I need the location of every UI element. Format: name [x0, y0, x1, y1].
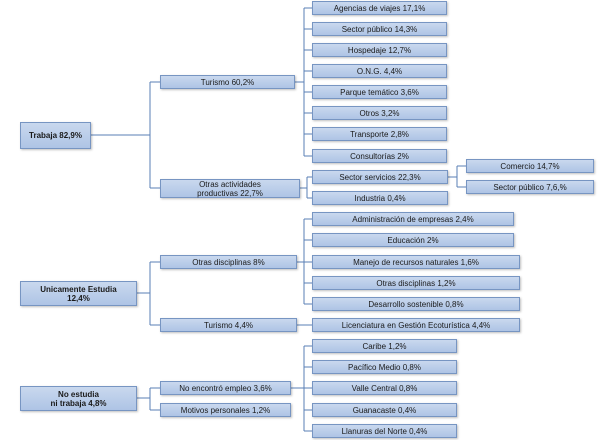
- node-otras-disciplinas: Otras disciplinas 8%: [160, 255, 297, 269]
- node-consultorias: Consultorías 2%: [312, 149, 447, 163]
- node-otras-actividades: Otras actividades productivas 22,7%: [160, 179, 300, 198]
- node-transporte: Transporte 2,8%: [312, 127, 447, 141]
- node-motivos-personales: Motivos personales 1,2%: [160, 403, 291, 417]
- node-caribe: Caribe 1,2%: [312, 339, 457, 353]
- node-ong: O.N.G. 4,4%: [312, 64, 447, 78]
- node-manejo-recursos: Manejo de recursos naturales 1,6%: [312, 255, 520, 269]
- node-pacifico-medio: Pacífico Medio 0,8%: [312, 360, 457, 374]
- node-unicamente-estudia: Unicamente Estudia 12,4%: [20, 281, 137, 306]
- node-sector-servicios: Sector servicios 22,3%: [312, 170, 448, 184]
- node-sector-publico: Sector público 14,3%: [312, 22, 447, 36]
- node-parque-tematico: Parque temático 3,6%: [312, 85, 447, 99]
- node-educacion: Educación 2%: [312, 233, 514, 247]
- node-valle-central: Valle Central 0,8%: [312, 381, 457, 395]
- node-no-estudia: No estudia ni trabaja 4,8%: [20, 386, 137, 411]
- node-otros: Otros 3,2%: [312, 106, 447, 120]
- node-sector-publico-2: Sector público 7,6,%: [466, 180, 594, 194]
- node-trabaja: Trabaja 82,9%: [20, 122, 91, 149]
- node-desarrollo-sostenible: Desarrollo sostenible 0,8%: [312, 297, 520, 311]
- node-no-encontro-empleo: No encontró empleo 3,6%: [160, 381, 291, 395]
- node-licenciatura: Licenciatura en Gestión Ecoturística 4,4…: [312, 318, 520, 332]
- node-guanacaste: Guanacaste 0,4%: [312, 403, 457, 417]
- node-hospedaje: Hospedaje 12,7%: [312, 43, 447, 57]
- node-industria: Industria 0,4%: [312, 191, 448, 205]
- node-administracion: Administración de empresas 2,4%: [312, 212, 514, 226]
- node-comercio: Comercio 14,7%: [466, 159, 594, 173]
- node-llanuras-del-norte: Llanuras del Norte 0,4%: [312, 424, 457, 438]
- node-turismo: Turismo 60,2%: [160, 75, 295, 89]
- node-turismo-2: Turismo 4,4%: [160, 318, 297, 332]
- node-otras-disciplinas-2: Otras disciplinas 1,2%: [312, 276, 520, 290]
- node-agencias-de-viajes: Agencias de viajes 17,1%: [312, 1, 447, 15]
